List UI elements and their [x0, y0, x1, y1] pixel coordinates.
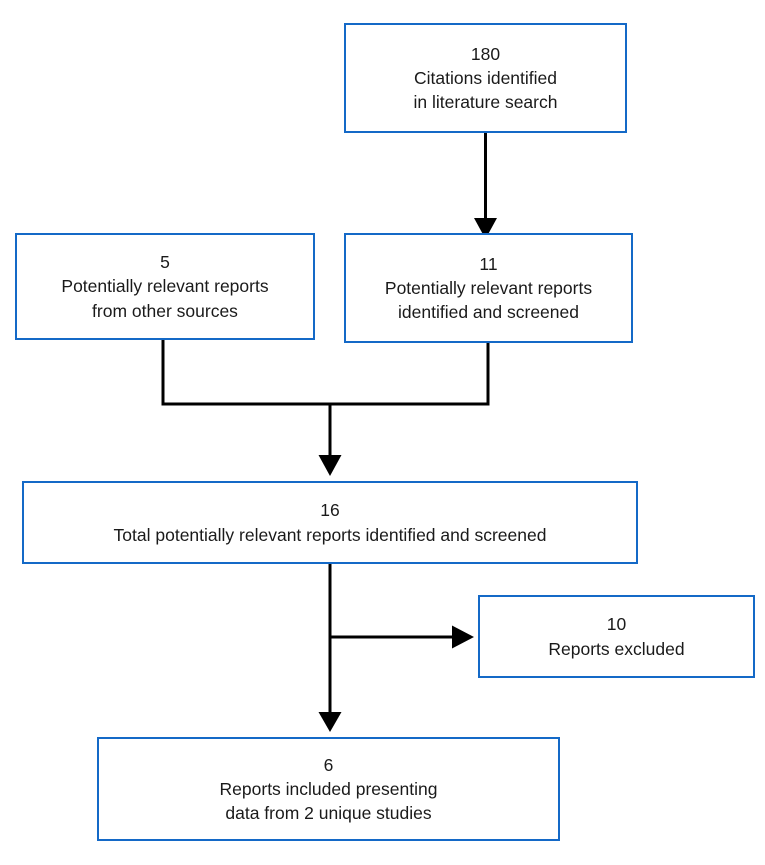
node-identified-screened-line-1: Potentially relevant reports — [384, 277, 593, 298]
node-identified-screened-line-2: identified and screened — [398, 302, 579, 323]
node-identified-screened[interactable]: 11 Potentially relevant reports identifi… — [344, 233, 633, 343]
node-reports-excluded-count: 10 — [606, 614, 627, 635]
connector-merge-to-total — [318, 404, 342, 476]
node-total-screened[interactable]: 16 Total potentially relevant reports id… — [22, 481, 638, 564]
connector-total-to-excluded — [330, 625, 474, 649]
node-total-screened-line-1: Total potentially relevant reports ident… — [113, 524, 547, 545]
node-other-sources-line-2: from other sources — [92, 300, 238, 321]
connector-identified-to-merge — [330, 343, 490, 406]
connector-other-sources-to-merge — [161, 340, 330, 406]
node-reports-excluded-line-1: Reports excluded — [548, 638, 685, 659]
node-citations-identified[interactable]: 180 Citations identified in literature s… — [344, 23, 627, 133]
node-reports-included-line-1: Reports included presenting — [219, 778, 438, 799]
node-total-screened-count: 16 — [320, 500, 340, 521]
node-other-sources-line-1: Potentially relevant reports — [61, 276, 269, 297]
node-reports-included[interactable]: 6 Reports included presenting data from … — [97, 737, 560, 841]
node-reports-excluded[interactable]: 10 Reports excluded — [478, 595, 755, 678]
node-identified-screened-count: 11 — [479, 253, 498, 274]
node-citations-identified-count: 180 — [470, 43, 501, 64]
node-other-sources-count: 5 — [160, 252, 170, 273]
connector-citations-to-identified — [474, 133, 497, 239]
node-other-sources[interactable]: 5 Potentially relevant reports from othe… — [15, 233, 315, 340]
node-reports-included-line-2: data from 2 unique studies — [225, 803, 432, 824]
node-citations-identified-line-2: in literature search — [413, 92, 558, 113]
connector-total-to-included — [318, 564, 342, 732]
node-reports-included-count: 6 — [323, 754, 334, 775]
node-citations-identified-line-1: Citations identified — [414, 67, 557, 88]
